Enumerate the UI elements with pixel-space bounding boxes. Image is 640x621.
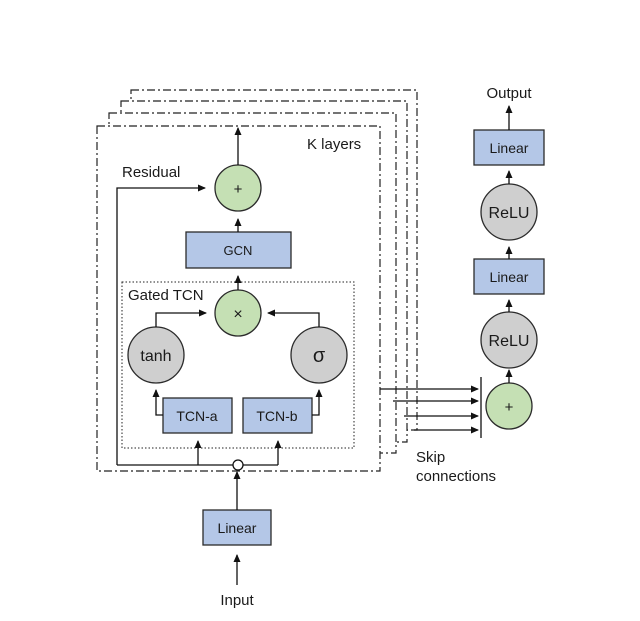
output-linear-box-1 xyxy=(473,258,545,295)
tcn-b-label: TCN-b xyxy=(256,408,297,424)
output-linear-label-2: Linear xyxy=(490,140,529,156)
residual-path xyxy=(116,184,206,465)
input-label: Input xyxy=(220,592,254,609)
input-linear-label: Linear xyxy=(218,520,257,536)
output-label: Output xyxy=(486,85,532,102)
split-node xyxy=(232,459,244,471)
residual-label: Residual xyxy=(122,164,180,181)
tanh-label: tanh xyxy=(140,348,171,365)
gcn-box xyxy=(185,231,292,269)
skip-sum-label: + xyxy=(505,399,514,416)
relu-label-1: ReLU xyxy=(489,333,530,350)
tcn-b-to-sigma-arrow xyxy=(312,389,323,416)
tcn-a-to-tanh-arrow xyxy=(152,389,163,416)
skip-label-line2: connections xyxy=(416,468,496,485)
output-linear-label-1: Linear xyxy=(490,269,529,285)
output-linear-box-2 xyxy=(473,129,545,166)
k-layers-label: K layers xyxy=(307,136,361,153)
gated-tcn-label: Gated TCN xyxy=(128,287,204,304)
relu-label-2: ReLU xyxy=(489,205,530,222)
multiply-label: × xyxy=(233,306,242,323)
tanh-to-multiply-arrow xyxy=(155,309,207,327)
sigma-to-multiply-arrow xyxy=(267,309,320,327)
skip-label-line1: Skip xyxy=(416,449,445,466)
gcn-label: GCN xyxy=(224,243,253,258)
layer-add-label: + xyxy=(234,181,243,198)
input-linear-box xyxy=(202,509,272,546)
tcn-a-label: TCN-a xyxy=(176,408,217,424)
sigma-label: σ xyxy=(313,345,326,367)
